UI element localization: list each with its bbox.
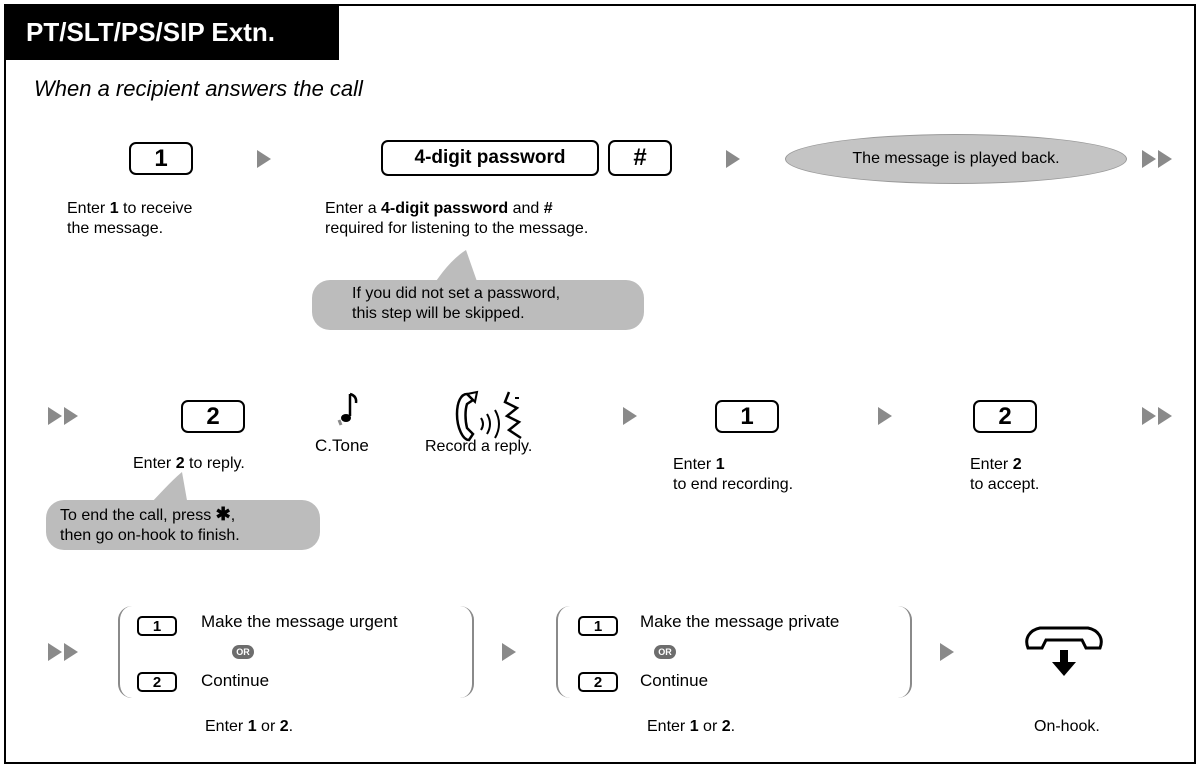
- option-continue: Continue: [640, 671, 709, 690]
- step-desc-onhook: On-hook.: [1034, 718, 1100, 735]
- end-call-note: To end the call, press ✱, then go on-hoo…: [46, 500, 320, 550]
- continue-arrow: [48, 643, 80, 661]
- key-end-recording: 1: [715, 400, 779, 433]
- key-accept: 2: [973, 400, 1037, 433]
- subtitle: When a recipient answers the call: [34, 76, 363, 101]
- step-desc-record: Record a reply.: [425, 438, 533, 455]
- option-bracket-left: [556, 606, 570, 698]
- option-bracket-right: [460, 606, 474, 698]
- star-key-icon: ✱: [215, 504, 231, 524]
- option-key-1: 1: [137, 616, 177, 636]
- password-note: If you did not set a password,this step …: [312, 280, 644, 330]
- step-arrow: [502, 643, 516, 661]
- option-urgent: Make the message urgent: [201, 612, 398, 631]
- key-1: 1: [129, 142, 193, 175]
- confirmation-tone-label: C.Tone: [315, 436, 369, 455]
- option-key-2: 2: [578, 672, 618, 692]
- option-key-1: 1: [578, 616, 618, 636]
- continue-arrow: [48, 407, 80, 425]
- step-arrow: [940, 643, 954, 661]
- option-bracket-left: [118, 606, 132, 698]
- continue-arrow: [1142, 150, 1174, 168]
- step-arrow: [257, 150, 271, 168]
- step-arrow: [726, 150, 740, 168]
- or-badge: OR: [232, 645, 254, 659]
- option-bracket-right: [898, 606, 912, 698]
- option-private: Make the message private: [640, 612, 840, 631]
- password-key: 4-digit password: [381, 140, 599, 176]
- step-desc-receive: Enter 1 to receive the message.: [67, 200, 193, 237]
- callout-pointer: [148, 472, 188, 506]
- option-continue: Continue: [201, 671, 270, 690]
- step-desc-choice: Enter 1 or 2.: [205, 718, 294, 735]
- continue-arrow: [1142, 407, 1174, 425]
- handset-speaking-icon: [455, 390, 522, 442]
- or-badge: OR: [654, 645, 676, 659]
- step-desc-choice: Enter 1 or 2.: [647, 718, 736, 735]
- step-desc-password: Enter a 4-digit password and # required …: [325, 200, 589, 237]
- music-note-icon: [337, 392, 358, 426]
- step-arrow: [623, 407, 637, 425]
- playback-message: The message is played back.: [785, 134, 1127, 184]
- step-desc-reply: Enter 2 to reply.: [133, 455, 245, 472]
- key-2: 2: [181, 400, 245, 433]
- diagram-frame: [4, 4, 1196, 764]
- option-key-2: 2: [137, 672, 177, 692]
- section-title: PT/SLT/PS/SIP Extn.: [4, 4, 339, 60]
- hash-key: #: [608, 140, 672, 176]
- step-arrow: [878, 407, 892, 425]
- on-hook-icon: [1025, 626, 1103, 676]
